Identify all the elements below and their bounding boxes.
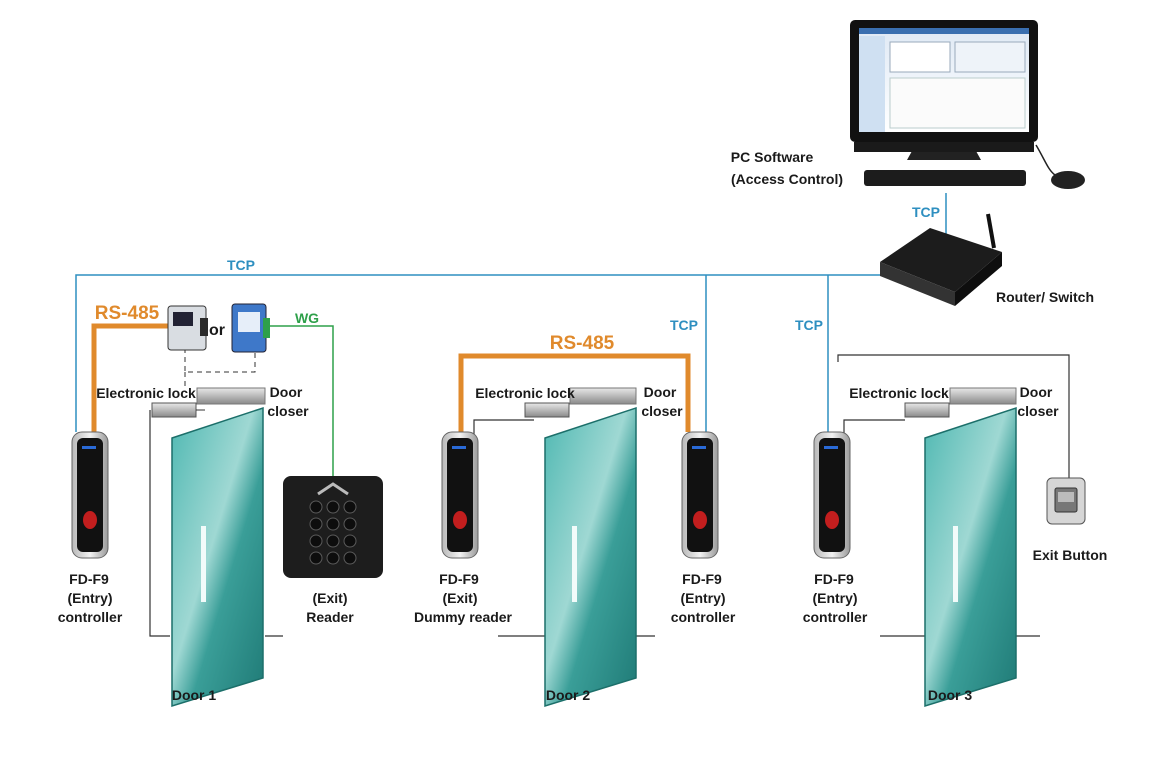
- door2-label: Door 2: [546, 687, 591, 703]
- tcp-label-main: TCP: [227, 257, 255, 273]
- keypad-key: [343, 551, 357, 565]
- door2-wiring: [458, 353, 691, 637]
- door3-controller-line3: controller: [803, 609, 868, 625]
- door3-closer-line2: closer: [1017, 403, 1059, 419]
- door1-wiring: [91, 323, 334, 637]
- door3-lock-label: Electronic lock: [849, 385, 949, 401]
- keypad-key: [309, 551, 323, 565]
- tcp-line-main: [75, 274, 905, 432]
- door1-converter-a-icon: [167, 305, 208, 351]
- tcp-network-lines: [75, 193, 947, 432]
- keypad-key: [326, 500, 340, 514]
- door1-closer-icon: [196, 387, 266, 405]
- keypad-key: [326, 517, 340, 531]
- pc-label-line1: PC Software: [731, 149, 814, 165]
- door1-converter-b-icon: [231, 303, 270, 353]
- keypad-key: [309, 500, 323, 514]
- pc-computer: [850, 20, 1085, 189]
- door1-controller-line2: (Entry): [67, 590, 112, 606]
- door3-label: Door 3: [928, 687, 973, 703]
- door3-exit-button-label: Exit Button: [1033, 547, 1108, 563]
- door1-lock-icon: [151, 402, 205, 418]
- tcp-label-door3: TCP: [795, 317, 823, 333]
- door1-wg-label: WG: [295, 310, 319, 326]
- door2-exit-line1: FD-F9: [439, 571, 479, 587]
- door2-exit-line2: (Exit): [443, 590, 478, 606]
- door2-controller-icon: [681, 431, 719, 559]
- keypad-key: [309, 534, 323, 548]
- door1-controller-line1: FD-F9: [69, 571, 109, 587]
- door1-or-label: or: [209, 322, 225, 339]
- door2-controller-line1: FD-F9: [682, 571, 722, 587]
- door2-closer-line2: closer: [641, 403, 683, 419]
- door1-controller-line3: controller: [58, 609, 123, 625]
- door1-lock-label: Electronic lock: [96, 385, 196, 401]
- door3-controller-icon: [813, 431, 851, 559]
- door1-closer-line2: closer: [267, 403, 309, 419]
- door2-controller-line3: controller: [671, 609, 736, 625]
- keypad-key: [343, 500, 357, 514]
- door2-lock-label: Electronic lock: [475, 385, 575, 401]
- door1-reader-line1: (Exit): [313, 590, 348, 606]
- door2-closer-icon: [569, 387, 637, 405]
- door2-controller-line2: (Entry): [680, 590, 725, 606]
- door3-exit-button-icon: [1046, 477, 1086, 525]
- door3-controller-line1: FD-F9: [814, 571, 854, 587]
- door3-controller-line2: (Entry): [812, 590, 857, 606]
- router-icon: [880, 213, 1002, 306]
- keyboard: [864, 170, 1026, 186]
- door1-rs485-label: RS-485: [95, 303, 160, 324]
- door1-closer-line1: Door: [270, 384, 303, 400]
- door3-glass-door: [924, 406, 1017, 708]
- door3-lock-icon: [904, 402, 950, 418]
- door2-closer-line1: Door: [644, 384, 677, 400]
- router-label: Router/ Switch: [996, 289, 1094, 305]
- door1-controller-icon: [71, 431, 109, 559]
- tcp-label-door2: TCP: [670, 317, 698, 333]
- door1-glass-door: [171, 406, 264, 708]
- keypad-key: [309, 517, 323, 531]
- door2-glass-door: [544, 406, 637, 708]
- door2-rs485-label: RS-485: [550, 333, 615, 354]
- door2-lock-icon: [524, 402, 570, 418]
- keypad-key: [326, 551, 340, 565]
- tcp-label-pc: TCP: [912, 204, 940, 220]
- door2-dummy-reader-icon: [441, 431, 479, 559]
- door1-keypad-buttons: [309, 500, 357, 565]
- door3-closer-line1: Door: [1020, 384, 1053, 400]
- pc-label-line2: (Access Control): [731, 171, 843, 187]
- mouse: [1051, 171, 1085, 189]
- keypad-key: [343, 534, 357, 548]
- door3-closer-icon: [949, 387, 1017, 405]
- door2-exit-line3: Dummy reader: [414, 609, 513, 625]
- keypad-key: [343, 517, 357, 531]
- door1-label: Door 1: [172, 687, 217, 703]
- door1-reader-line2: Reader: [306, 609, 354, 625]
- keypad-key: [326, 534, 340, 548]
